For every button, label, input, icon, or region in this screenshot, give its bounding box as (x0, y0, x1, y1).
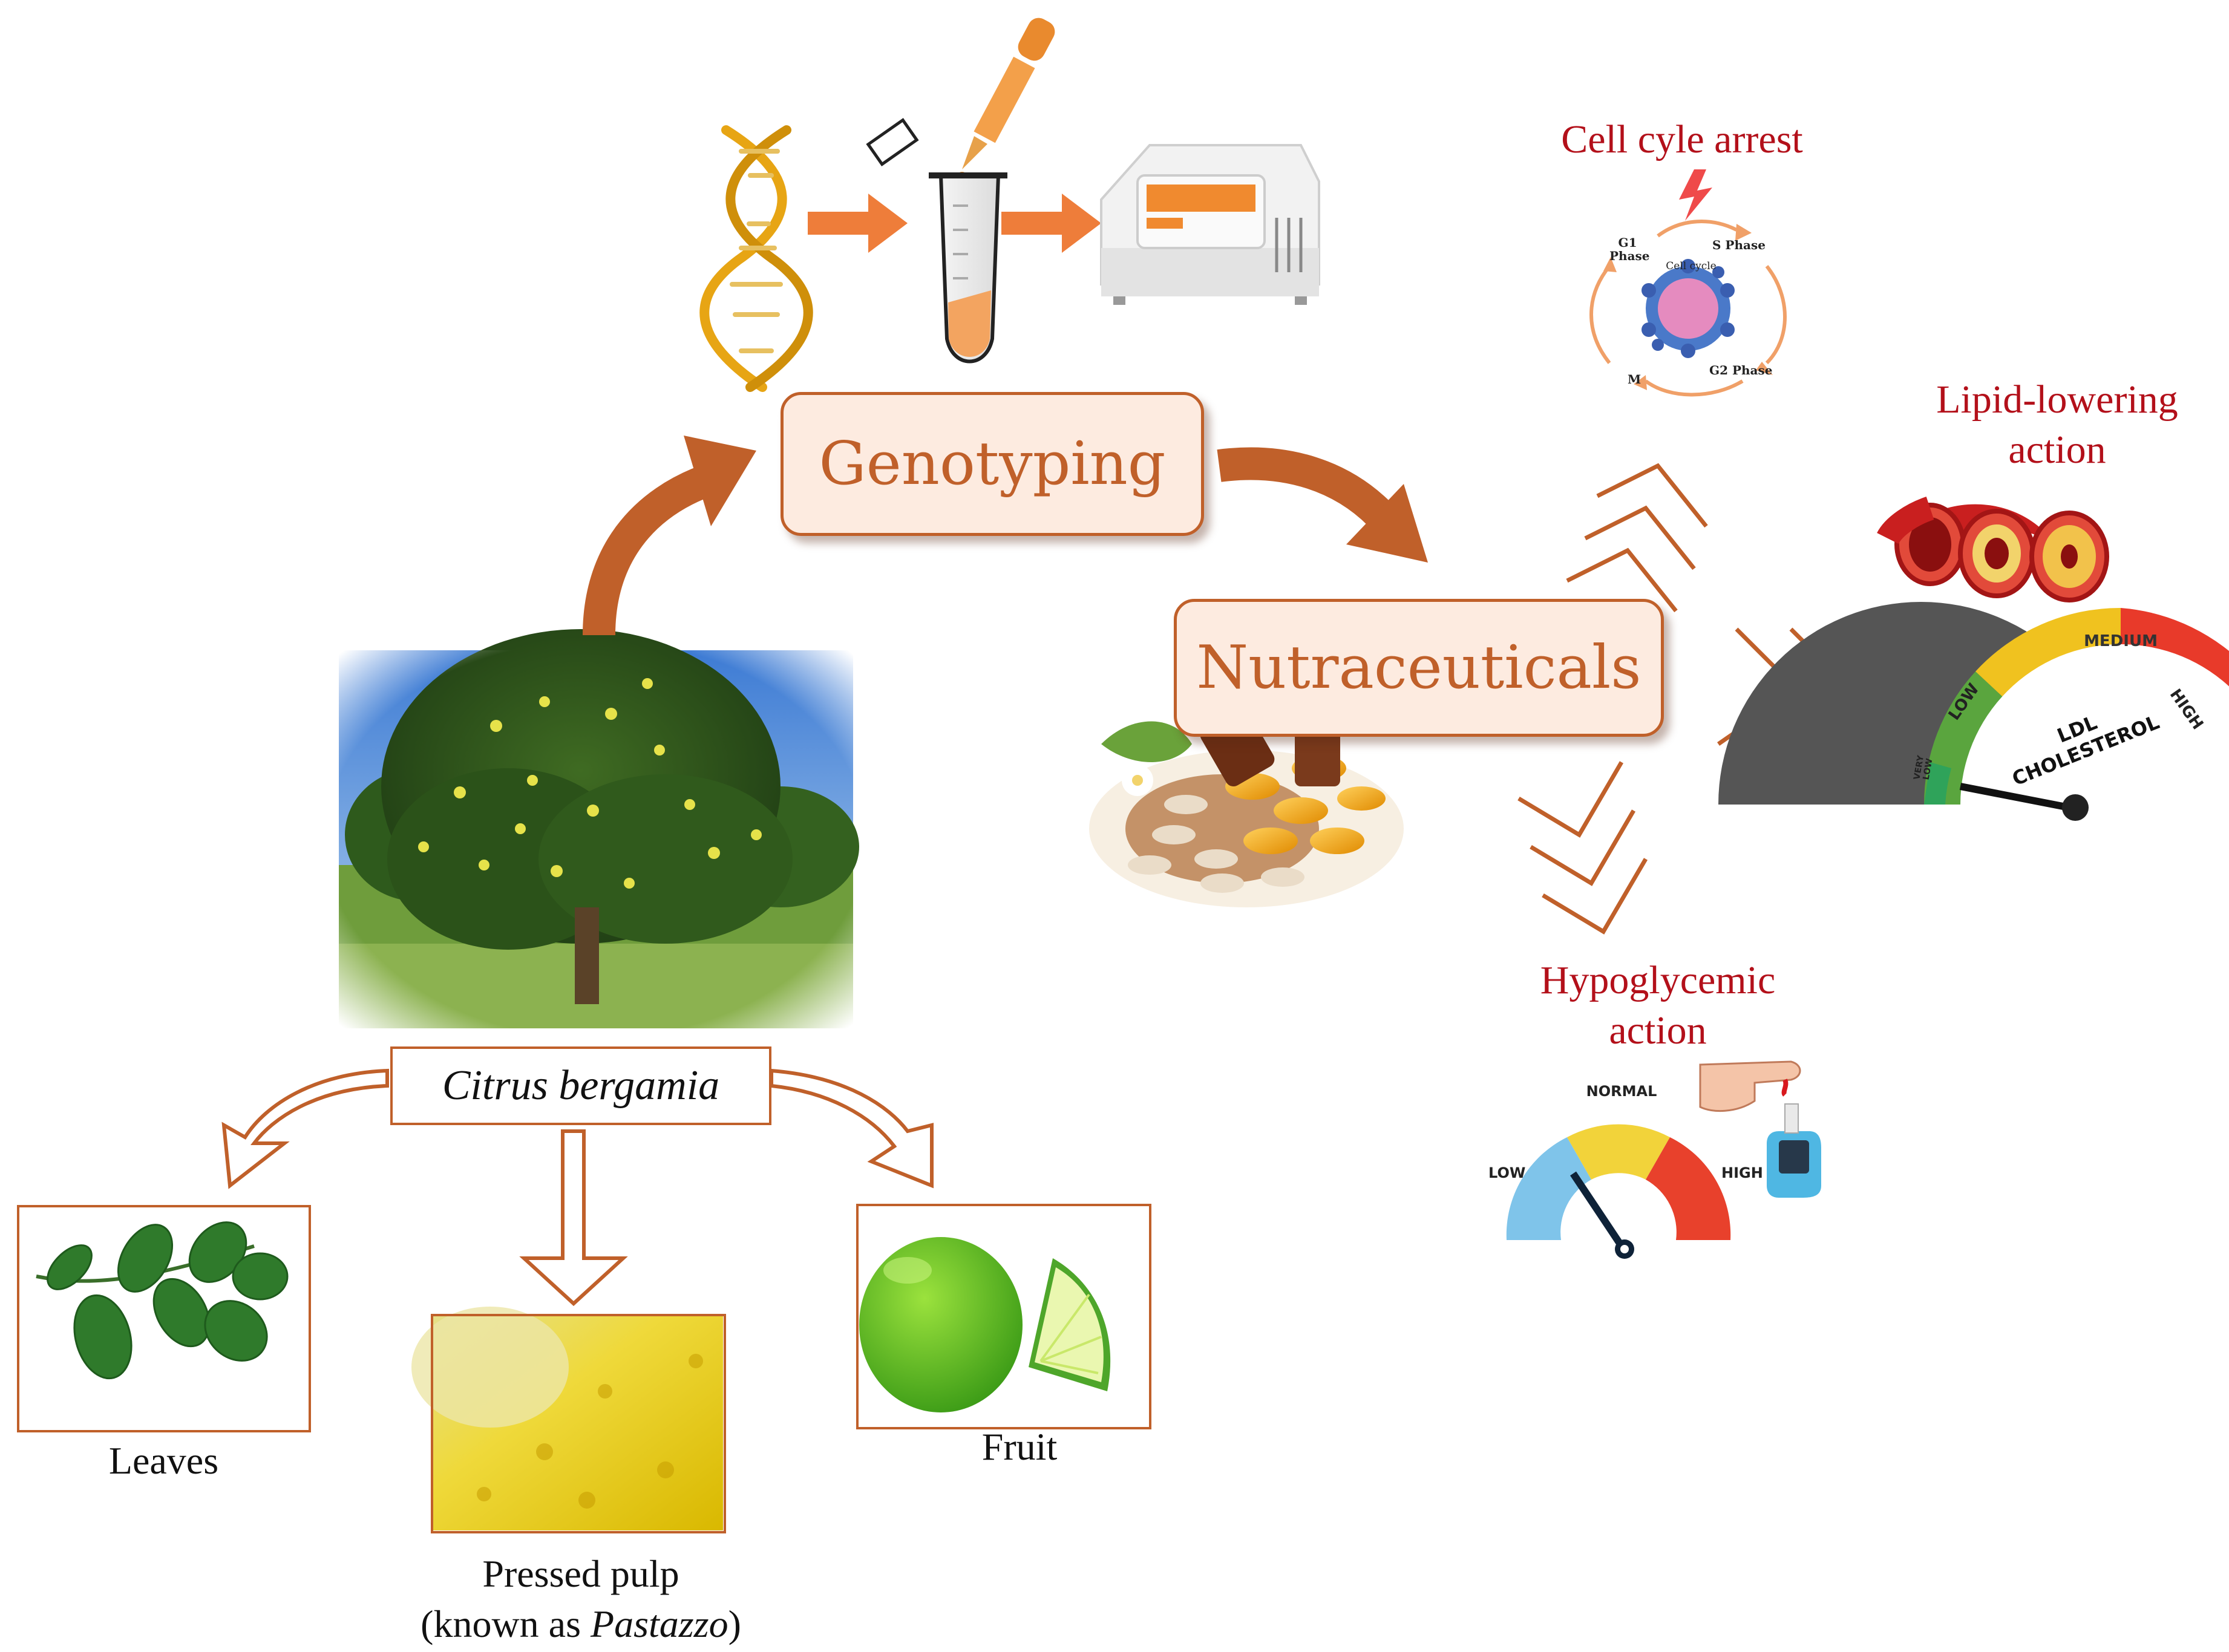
dna-icon (699, 125, 813, 392)
cell-cycle-m-label: M (1628, 372, 1641, 387)
pulp-caption-line1: Pressed pulp (482, 1552, 679, 1595)
cell-cycle-s-label: S Phase (1712, 238, 1766, 252)
arrow-dna-to-tube (808, 194, 908, 253)
leaves-caption: Leaves (108, 1439, 219, 1482)
arrow-tube-to-pcr (1001, 194, 1101, 253)
arrow-genotyping-to-nutraceuticals (1217, 447, 1428, 563)
leaves-frame (17, 1205, 311, 1432)
cell-cycle-g2-label: G2 Phase (1709, 363, 1773, 377)
cell-cycle-center-label: Cell cycle (1666, 260, 1717, 272)
arrow-to-fruit (770, 1068, 934, 1189)
artery-illustration (1877, 497, 2109, 602)
fruit-caption: Fruit (981, 1425, 1058, 1468)
arrow-to-pulp (519, 1129, 628, 1307)
pulp-frame (431, 1314, 726, 1533)
hypoglycemic-title: Hypoglycemic action (1540, 958, 1776, 1053)
genotyping-box: Genotyping (781, 392, 1204, 536)
ldl-gauge (1718, 602, 2229, 821)
arrow-to-leaves (221, 1068, 389, 1189)
arrow-tree-to-genotyping (583, 436, 756, 636)
pipette-icon (955, 18, 1055, 191)
tube-icon (866, 118, 1007, 364)
chevrons-to-hypoglycemic (1517, 761, 1648, 935)
pulp-image (411, 1307, 723, 1530)
chevrons-to-cell-cycle (1566, 463, 1708, 613)
supplements-image (1089, 707, 1404, 907)
pcr-machine-icon (1100, 144, 1320, 305)
nutraceuticals-box: Nutraceuticals (1174, 599, 1664, 737)
pulp-caption: Pressed pulp (known as Pastazzo) (351, 1549, 811, 1649)
lipid-title: Lipid-lowering action (1936, 377, 2178, 472)
pulp-caption-line2: (known as Pastazzo) (421, 1602, 741, 1646)
glucose-gauge-normal: NORMAL (1586, 1083, 1657, 1100)
cell-cycle-title: Cell cyle arrest (1561, 117, 1803, 162)
species-label: Citrus bergamia (442, 1062, 720, 1109)
species-box: Citrus bergamia (390, 1046, 771, 1125)
genotyping-label: Genotyping (819, 429, 1166, 498)
glucometer-icon (1699, 1060, 1821, 1198)
glucose-gauge-high: HIGH (1721, 1164, 1763, 1181)
nutraceuticals-label: Nutraceuticals (1196, 633, 1641, 702)
glucose-gauge-low: LOW (1488, 1164, 1526, 1181)
tree-photo (339, 629, 859, 1028)
glucose-gauge (1506, 1124, 1731, 1259)
leaves-image (36, 1221, 289, 1380)
cell-cycle-diagram (1589, 169, 1787, 397)
fruit-frame (856, 1204, 1151, 1429)
fruit-image (859, 1237, 1111, 1412)
ldl-gauge-medium: MEDIUM (2084, 632, 2158, 650)
